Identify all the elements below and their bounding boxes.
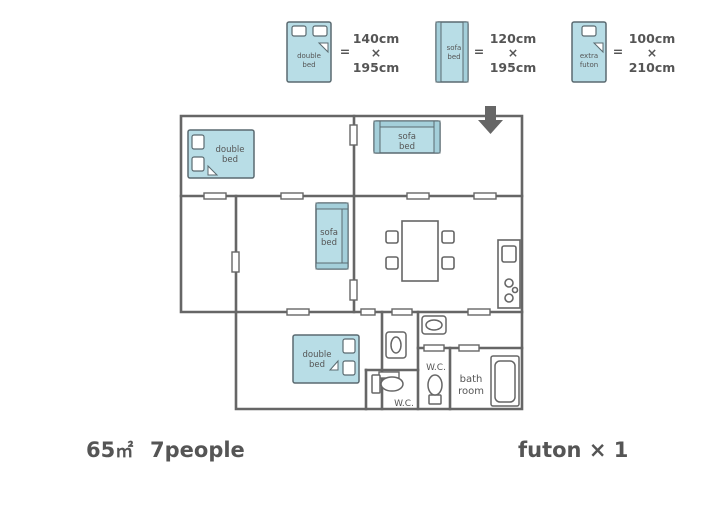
legend-sofa-bed: sofa bed = 120cm × 195cm	[435, 21, 537, 83]
bathroom-label2: room	[458, 386, 484, 397]
legend-equals: =	[474, 44, 484, 59]
area-value: 65	[86, 438, 116, 462]
legend-extra-futon-width: 100cm	[629, 31, 676, 46]
toilet-icon	[371, 374, 443, 405]
futon-count: futon × 1	[518, 438, 629, 462]
wc-right-label: W.C.	[426, 363, 446, 373]
area-unit: ㎡	[115, 441, 134, 462]
sofa-bed-top: sofa bed	[373, 120, 441, 154]
door-markers	[203, 124, 497, 379]
double-bed-topleft: double bed	[187, 129, 255, 179]
sofa-top-label2: bed	[399, 142, 415, 152]
legend-times: ×	[647, 45, 657, 60]
bathroom-label1: bath	[460, 374, 483, 385]
legend-extra-futon: extra futon = 100cm × 210cm	[571, 21, 676, 83]
legend-double-bed-label2: bed	[302, 61, 315, 69]
sofa-middle-label1: sofa	[320, 228, 338, 238]
legend-sofa-bed-width: 120cm	[490, 31, 537, 46]
wc-left-label: W.C.	[394, 399, 414, 409]
legend-extra-futon-length: 210cm	[629, 60, 676, 75]
legend-sofa-bed-length: 195cm	[490, 60, 537, 75]
bed-topleft-label1: double	[216, 145, 245, 155]
legend-equals: =	[340, 44, 350, 59]
bed-bottom-label1: double	[303, 350, 332, 360]
stove-icon	[504, 278, 519, 303]
sofa-middle-label2: bed	[321, 238, 337, 248]
legend-double-bed-length: 195cm	[353, 60, 400, 75]
legend-sofa-bed-label2: bed	[447, 53, 460, 61]
legend-double-bed-label1: double	[297, 52, 321, 60]
kitchen-counter	[497, 239, 521, 309]
bathtub-icon	[490, 355, 520, 407]
legend-equals: =	[613, 44, 623, 59]
legend-times: ×	[371, 45, 381, 60]
sofa-top-label1: sofa	[398, 132, 416, 142]
bed-topleft-label2: bed	[222, 155, 238, 165]
legend-double-bed-width: 140cm	[353, 31, 400, 46]
sink-icon	[385, 315, 447, 359]
legend-sofa-bed-label1: sofa	[447, 44, 462, 52]
entrance-arrow-icon	[478, 106, 503, 134]
legend-double-bed: double bed = 140cm × 195cm	[286, 21, 400, 83]
legend-extra-futon-label1: extra	[580, 52, 598, 60]
dining-table	[385, 220, 455, 282]
bed-bottom-label2: bed	[309, 360, 325, 370]
sofa-bed-middle: sofa bed	[315, 202, 349, 270]
double-bed-bottom: double bed	[292, 334, 360, 384]
legend-extra-futon-label2: futon	[580, 61, 598, 69]
people-count: 7people	[150, 438, 245, 462]
area-info: 65㎡	[86, 440, 133, 461]
legend-times: ×	[508, 45, 518, 60]
